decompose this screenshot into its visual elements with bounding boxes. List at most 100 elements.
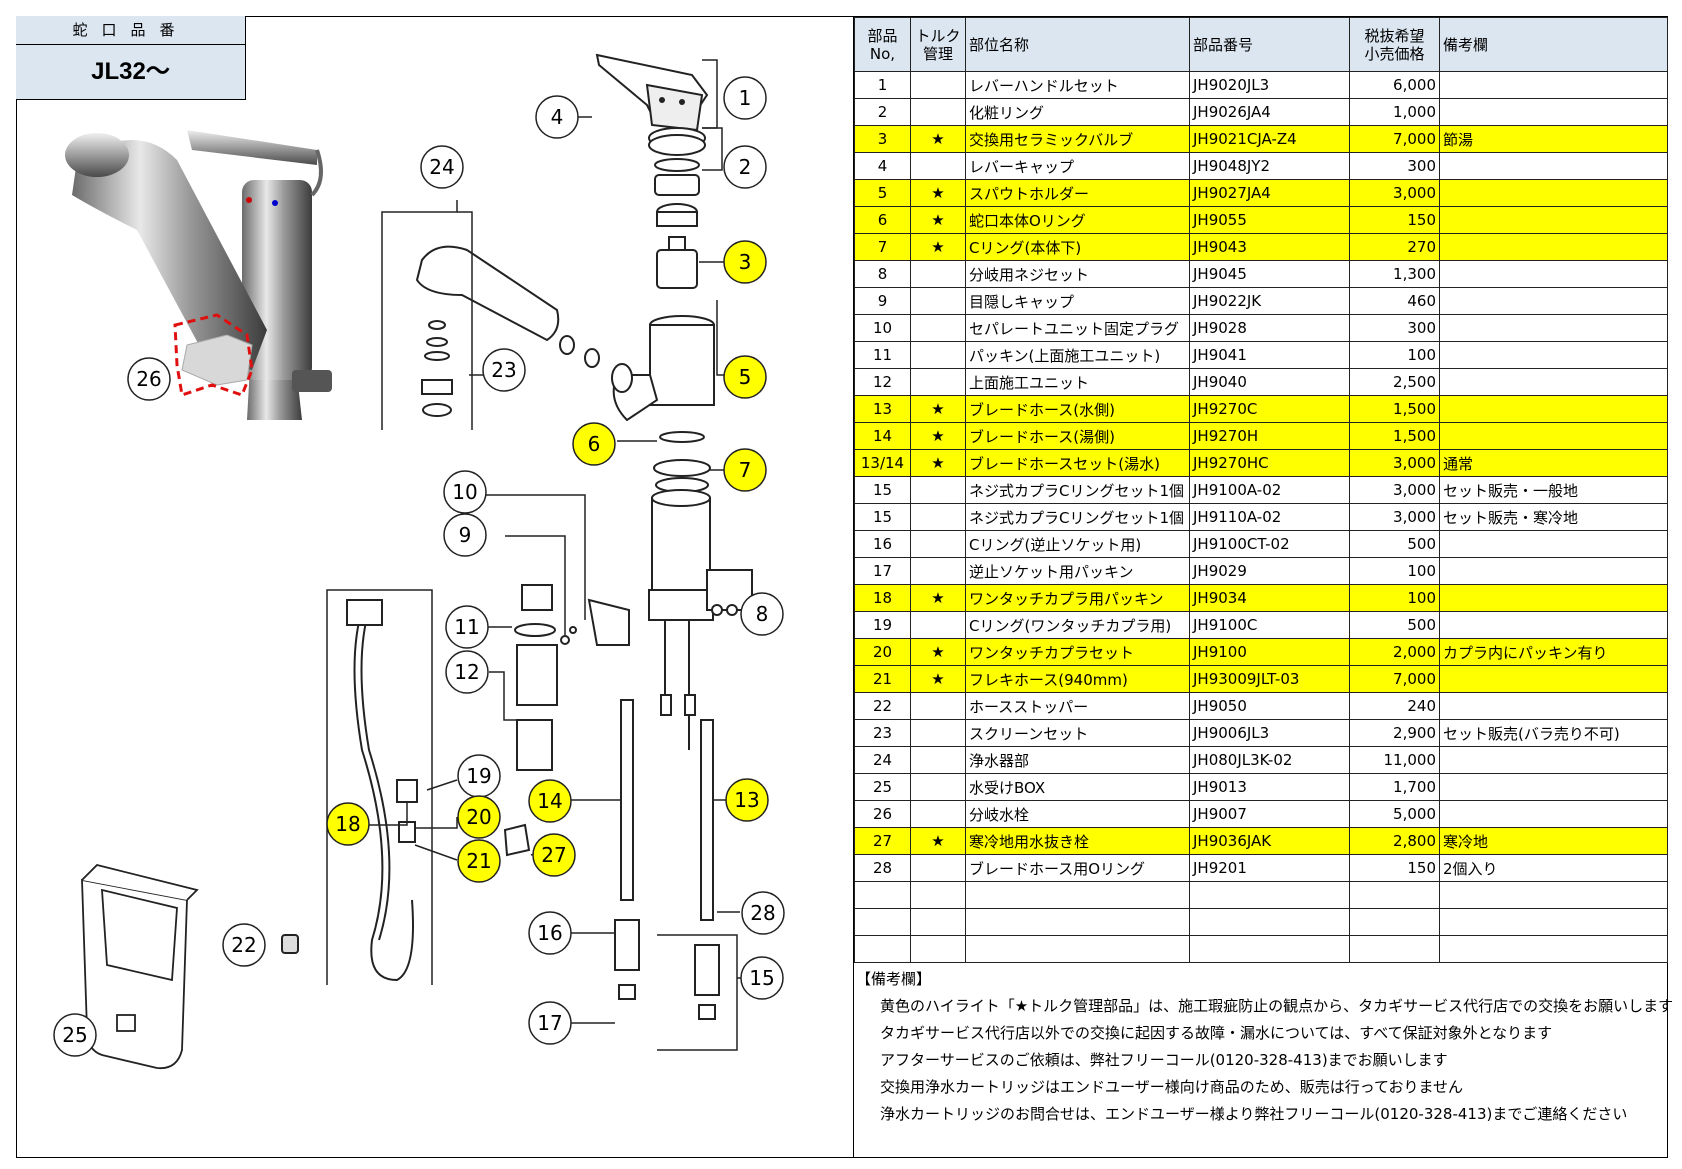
part-name-cell: スクリーンセット xyxy=(965,719,1190,747)
note-line: 浄水カートリッジのお問合せは、エンドユーザー様より弊社フリーコール(0120-3… xyxy=(880,1105,1628,1123)
part-number-cell: JH9201 xyxy=(1189,854,1350,882)
part-name-cell: 寒冷地用水抜き栓 xyxy=(965,827,1190,855)
callout-13: 13 xyxy=(725,778,769,822)
part-number-cell: JH9034 xyxy=(1189,584,1350,612)
note-line: 黄色のハイライト「★トルク管理部品」は、施工瑕疵防止の観点から、タカギサービス代… xyxy=(880,997,1674,1015)
part-number-cell: JH9027JA4 xyxy=(1189,179,1350,207)
part-no-cell: 18 xyxy=(854,584,911,612)
part-no-cell: 9 xyxy=(854,287,911,315)
mounting-unit-part xyxy=(514,569,753,771)
part-name-cell: 分岐水栓 xyxy=(965,800,1190,828)
svg-text:25: 25 xyxy=(62,1023,87,1047)
part-no-cell: 8 xyxy=(854,260,911,288)
part-no-cell: 15 xyxy=(854,476,911,504)
torque-star-cell: ★ xyxy=(910,422,966,450)
remarks-cell: 通常 xyxy=(1439,449,1668,477)
part-no-cell: 28 xyxy=(854,854,911,882)
price-cell: 460 xyxy=(1349,287,1440,315)
callout-9: 9 xyxy=(443,513,487,557)
svg-text:4: 4 xyxy=(551,105,564,129)
torque-star-cell xyxy=(910,476,966,504)
part-name-cell: レバーキャップ xyxy=(965,152,1190,180)
torque-star-cell: ★ xyxy=(910,179,966,207)
part-name-cell: ブレードホースセット(湯水) xyxy=(965,449,1190,477)
lever-handle-part xyxy=(595,53,709,132)
part-name-cell xyxy=(965,935,1190,963)
price-cell: 2,000 xyxy=(1349,638,1440,666)
torque-star-cell xyxy=(910,881,966,909)
svg-text:13: 13 xyxy=(734,788,759,812)
part-no-cell: 11 xyxy=(854,341,911,369)
price-cell: 3,000 xyxy=(1349,449,1440,477)
svg-text:15: 15 xyxy=(749,966,774,990)
page-frame xyxy=(16,16,1668,1158)
part-name-cell: 化粧リング xyxy=(965,98,1190,126)
remarks-cell xyxy=(1439,98,1668,126)
torque-star-cell xyxy=(910,800,966,828)
callout-24: 24 xyxy=(420,145,464,189)
torque-star-cell: ★ xyxy=(910,233,966,261)
table-header-row: 部品 No, トルク 管理 部位名称 部品番号 税抜希望 小売価格 備考欄 xyxy=(854,17,1668,72)
part-number-cell: JH9040 xyxy=(1189,368,1350,396)
price-cell: 7,000 xyxy=(1349,125,1440,153)
part-number-cell: JH9050 xyxy=(1189,692,1350,720)
callout-7: 7 xyxy=(723,448,767,492)
price-cell: 300 xyxy=(1349,152,1440,180)
callout-8: 8 xyxy=(740,592,784,636)
part-number-cell: JH9041 xyxy=(1189,341,1350,369)
torque-star-cell xyxy=(910,746,966,774)
part-number-cell: JH9100C xyxy=(1189,611,1350,639)
torque-star-cell xyxy=(910,98,966,126)
remarks-cell xyxy=(1439,800,1668,828)
callout-22: 22 xyxy=(222,923,266,967)
price-cell: 2,900 xyxy=(1349,719,1440,747)
remarks-cell xyxy=(1439,314,1668,342)
part-no-cell: 6 xyxy=(854,206,911,234)
remarks-cell xyxy=(1439,287,1668,315)
torque-star-cell: ★ xyxy=(910,125,966,153)
part-name-cell: ブレードホース(湯側) xyxy=(965,422,1190,450)
svg-text:6: 6 xyxy=(588,432,601,456)
price-cell: 5,000 xyxy=(1349,800,1440,828)
svg-text:20: 20 xyxy=(466,805,491,829)
torque-star-cell xyxy=(910,71,966,99)
remarks-cell xyxy=(1439,584,1668,612)
callout-25: 25 xyxy=(53,1013,97,1057)
price-cell: 2,500 xyxy=(1349,368,1440,396)
couplers-part xyxy=(614,919,720,1020)
price-cell: 270 xyxy=(1349,233,1440,261)
part-number-cell: JH9036JAK xyxy=(1189,827,1350,855)
callout-17: 17 xyxy=(528,1001,572,1045)
price-cell: 100 xyxy=(1349,557,1440,585)
remarks-cell xyxy=(1439,71,1668,99)
header-part-no: 部品 No, xyxy=(854,17,911,72)
header-remarks: 備考欄 xyxy=(1439,17,1668,72)
faucet-body-part xyxy=(648,489,714,750)
drain-valve-part xyxy=(503,823,531,857)
price-cell: 7,000 xyxy=(1349,665,1440,693)
hose-stopper-part xyxy=(281,934,299,954)
note-line: 交換用浄水カートリッジはエンドユーザー様向け商品のため、販売は行っておりません xyxy=(880,1078,1464,1096)
part-no-cell: 23 xyxy=(854,719,911,747)
svg-text:12: 12 xyxy=(454,660,479,684)
callout-5: 5 xyxy=(723,355,767,399)
part-no-cell: 25 xyxy=(854,773,911,801)
model-number-box: 蛇口品番 JL32～ xyxy=(16,16,246,100)
torque-star-cell: ★ xyxy=(910,449,966,477)
torque-star-cell: ★ xyxy=(910,395,966,423)
price-cell: 240 xyxy=(1349,692,1440,720)
part-name-cell: 上面施工ユニット xyxy=(965,368,1190,396)
part-name-cell: Cリング(ワンタッチカプラ用) xyxy=(965,611,1190,639)
remarks-cell xyxy=(1439,935,1668,963)
torque-star-cell: ★ xyxy=(910,584,966,612)
torque-star-cell xyxy=(910,935,966,963)
